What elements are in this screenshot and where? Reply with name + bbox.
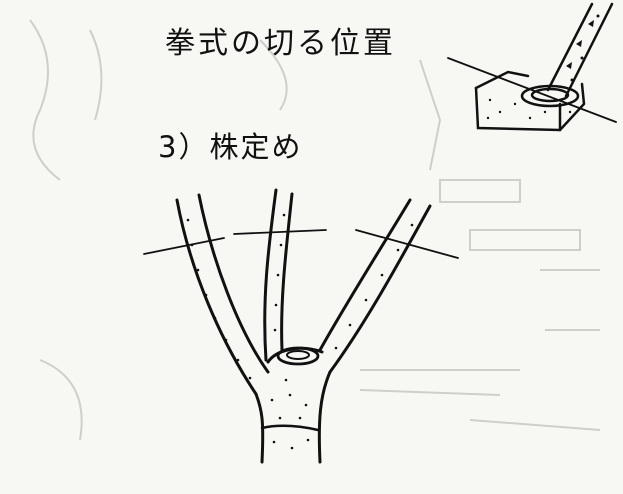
tree-three-branches xyxy=(144,190,458,462)
pruning-cut-inset xyxy=(448,4,616,130)
